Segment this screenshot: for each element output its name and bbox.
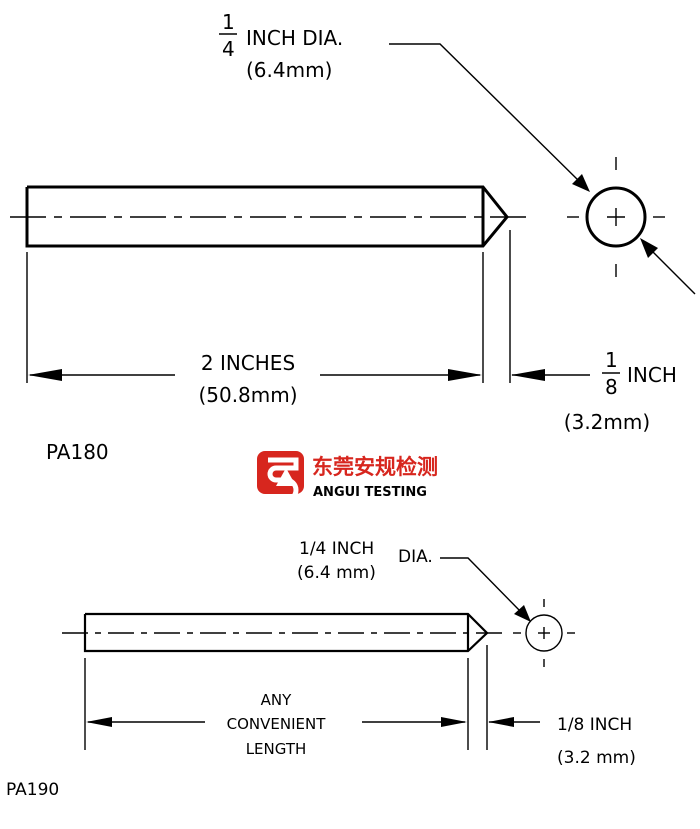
pa180-tip-fraction-den: 8 — [605, 375, 618, 399]
pa180-dim-arrow-left — [28, 369, 62, 381]
pa190-dia-mm: (6.4 mm) — [297, 563, 376, 583]
pa190-dia-suffix: DIA. — [398, 547, 433, 567]
angui-logo-mark — [257, 451, 304, 503]
pa180-tip-mm: (3.2mm) — [564, 410, 650, 434]
pa180-tip-fraction-num: 1 — [605, 348, 618, 372]
pa180-tip-text: INCH — [627, 363, 677, 387]
pa180-dia-mm: (6.4mm) — [246, 58, 332, 82]
pa190-dim-arrow-right — [441, 717, 467, 727]
pa180-dia-fraction-num: 1 — [222, 10, 235, 34]
pa190-tip-text: 1/8 INCH — [557, 715, 632, 735]
logo-english-text: ANGUI TESTING — [313, 485, 427, 500]
pa190-dim-arrow-left — [86, 717, 112, 727]
pa180-dia-arrow-top — [572, 174, 590, 192]
pa190-rod-body — [83, 612, 489, 653]
pa190-dia-leader — [440, 557, 523, 614]
pa190-length-line1: ANY — [261, 691, 292, 709]
pa190-dia-line1: 1/4 INCH — [299, 539, 374, 559]
pa190-dia-arrow — [514, 605, 531, 622]
pa190-length-line3: LENGTH — [246, 740, 307, 758]
pa180-drawing: 1 4 INCH DIA. (6.4mm) 2 INCHES (50.8mm) — [10, 10, 696, 464]
pa190-tip-arrow — [488, 717, 514, 727]
pa180-label: PA180 — [46, 440, 109, 464]
pa180-dia-text: INCH DIA. — [246, 26, 343, 50]
pa180-dia-arrow-bottom — [640, 238, 658, 258]
pa190-tip-mm: (3.2 mm) — [557, 748, 636, 768]
logo-chinese-text: 东莞安规检测 — [312, 455, 438, 479]
pa190-label: PA190 — [6, 780, 59, 800]
pa190-end-view-circle — [525, 614, 563, 652]
pa190-drawing: 1/4 INCH DIA. (6.4 mm) ANY CONVENIENT LE… — [6, 539, 636, 800]
pa180-tip-arrow — [511, 369, 545, 381]
pa180-dia-leader — [389, 43, 581, 183]
pa180-length-text: 2 INCHES — [201, 351, 295, 375]
pa180-end-view-circle — [585, 186, 647, 248]
pa190-length-line2: CONVENIENT — [227, 715, 327, 733]
pa180-dia-fraction-den: 4 — [222, 37, 235, 61]
pa180-dim-arrow-right — [448, 369, 482, 381]
angui-logo: 东莞安规检测 ANGUI TESTING — [257, 451, 438, 503]
pa180-rod-body — [25, 185, 509, 248]
pa180-length-mm: (50.8mm) — [198, 383, 297, 407]
